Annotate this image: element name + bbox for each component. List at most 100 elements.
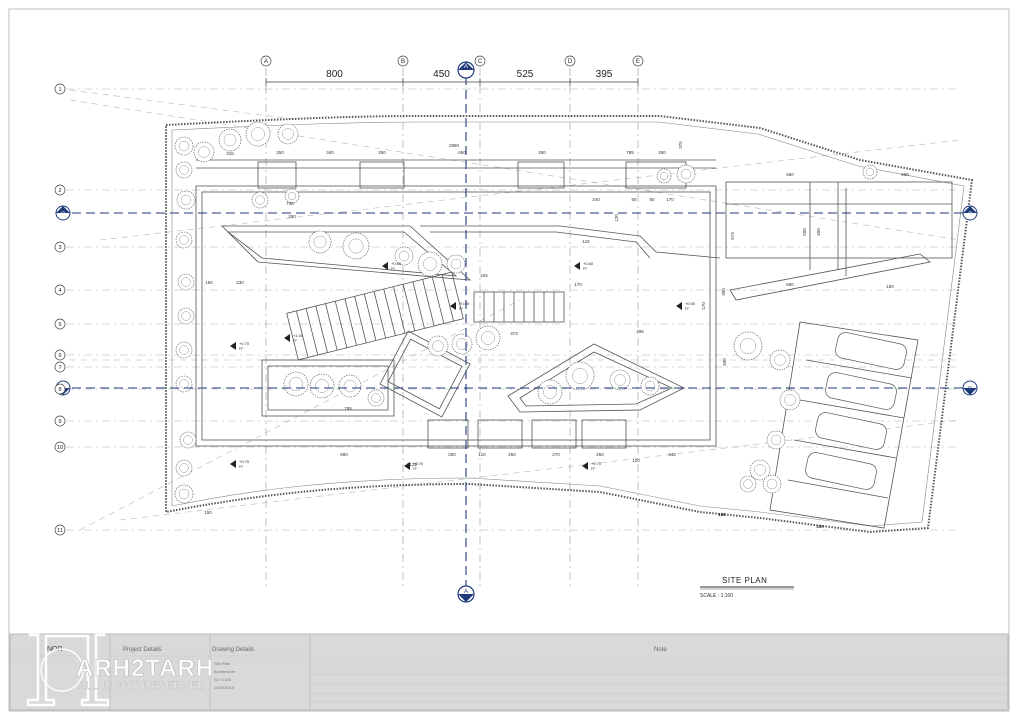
tree bbox=[769, 349, 791, 371]
grid-row-bubble bbox=[54, 524, 66, 536]
tree bbox=[446, 254, 466, 274]
dimension-label: 650 bbox=[458, 150, 466, 155]
tree-canopy bbox=[766, 478, 778, 490]
dimension-label: 60 bbox=[631, 197, 637, 202]
dimension-label: 80 bbox=[649, 197, 655, 202]
level-value: +0.70 bbox=[239, 459, 250, 464]
grid-row-label: 6 bbox=[58, 353, 61, 359]
tree bbox=[177, 273, 195, 291]
grid-column-label: A bbox=[264, 59, 268, 65]
section-mark-b-right: B bbox=[962, 380, 978, 396]
dimension-label: 496 bbox=[636, 329, 644, 334]
dimension-label: 250 bbox=[596, 452, 604, 457]
tree bbox=[733, 331, 763, 361]
grid-row-label: 1 bbox=[58, 87, 61, 93]
tree-canopy bbox=[178, 488, 190, 500]
dimension-label: 150 bbox=[718, 512, 726, 517]
level-markers: +0.00FF+0.60FF+0.60FF+0.60FF+1.00FF+0.70… bbox=[230, 261, 696, 471]
grid-column-spacing: 395 bbox=[596, 69, 613, 80]
level-marker-icon bbox=[382, 262, 388, 270]
tree-canopy bbox=[456, 338, 468, 350]
dimension-label: 660 bbox=[901, 172, 909, 177]
section-mark-label: C bbox=[61, 212, 66, 218]
tree bbox=[739, 475, 757, 493]
site-boundary-inner bbox=[171, 121, 965, 527]
drawing-title: SITE PLAN SCALE : 1:100 bbox=[700, 576, 794, 599]
tree-canopy bbox=[644, 380, 656, 392]
grid-row-bubble bbox=[54, 83, 66, 95]
level-suffix: FF bbox=[583, 267, 587, 271]
dimension-label: 500 bbox=[722, 358, 727, 366]
tree-canopy bbox=[343, 379, 357, 393]
grid-column-label: D bbox=[568, 59, 573, 65]
tree-canopy bbox=[315, 379, 329, 393]
level-suffix: FF bbox=[459, 307, 463, 311]
dimension-label: 315 bbox=[226, 151, 234, 156]
tree bbox=[218, 128, 242, 152]
drawing-scale: SCALE : 1:100 bbox=[700, 593, 733, 599]
section-mark-label: B bbox=[968, 387, 972, 393]
dimension-label: 250 bbox=[508, 452, 516, 457]
level-marker-icon bbox=[450, 302, 456, 310]
tree-canopy bbox=[572, 368, 588, 384]
grid-column-label: E bbox=[636, 59, 640, 65]
grid-column-bubble bbox=[564, 55, 576, 67]
tree bbox=[475, 325, 501, 351]
dimension-label: 150 bbox=[718, 512, 726, 517]
tree bbox=[309, 373, 335, 399]
tree bbox=[245, 121, 271, 147]
grid-row-label: 2 bbox=[58, 188, 61, 194]
tree bbox=[175, 231, 193, 249]
dimension-label: 240 bbox=[592, 197, 600, 202]
level-suffix: FF bbox=[239, 347, 243, 351]
dimension-label: 250 bbox=[448, 452, 456, 457]
dimension-label: 150 bbox=[718, 512, 726, 517]
grid-row-label: 11 bbox=[57, 528, 63, 534]
section-mark-label: C bbox=[968, 212, 973, 218]
grid-row-bubble bbox=[54, 441, 66, 453]
dimension-label: 375 bbox=[678, 141, 683, 149]
dimension-label: 230 bbox=[236, 280, 244, 285]
tree-canopy bbox=[282, 128, 294, 140]
tree bbox=[342, 232, 370, 260]
tree bbox=[175, 375, 193, 393]
tree-canopy bbox=[181, 277, 191, 287]
tree bbox=[394, 246, 414, 266]
dimension-label: 170 bbox=[666, 197, 674, 202]
level-value: +0.60 bbox=[391, 261, 402, 266]
arh2tarh-logo: ARH2TARH ALL RIGHT RESERVED bbox=[26, 628, 214, 707]
tree bbox=[175, 161, 193, 179]
tree-canopy bbox=[740, 338, 756, 354]
grid-row-label: 4 bbox=[58, 288, 61, 294]
dimension-label: 500 bbox=[802, 228, 807, 236]
level-suffix: FF bbox=[293, 339, 297, 343]
tree-canopy bbox=[251, 127, 265, 141]
tree-canopy bbox=[255, 195, 265, 205]
dimension-label: 150 bbox=[204, 510, 212, 515]
tree-canopy bbox=[179, 165, 189, 175]
grid-row-bubble bbox=[54, 318, 66, 330]
dimension-label: 660 bbox=[786, 282, 794, 287]
tree-canopy bbox=[179, 345, 189, 355]
level-suffix: FF bbox=[239, 465, 243, 469]
tree bbox=[565, 361, 595, 391]
tree bbox=[862, 164, 878, 180]
dimension-label: 250 bbox=[538, 150, 546, 155]
dimension-label: 650 bbox=[786, 172, 794, 177]
grid-row-label: 9 bbox=[58, 419, 61, 425]
level-marker-icon bbox=[284, 334, 290, 342]
tree bbox=[284, 188, 300, 204]
parked-cars bbox=[805, 332, 907, 490]
tree-canopy bbox=[313, 235, 327, 249]
dimension-label: 425 bbox=[480, 273, 488, 278]
tree-canopy bbox=[179, 463, 189, 473]
tree bbox=[175, 341, 193, 359]
grid-row-label: 10 bbox=[57, 445, 63, 451]
dimension-label: 250 bbox=[276, 150, 284, 155]
level-value: +0.60 bbox=[459, 301, 470, 306]
tree bbox=[766, 430, 786, 450]
dimension-label: 340 bbox=[326, 150, 334, 155]
logo-rights: ALL RIGHT RESERVED bbox=[78, 680, 207, 692]
grid-row-bubble bbox=[54, 284, 66, 296]
